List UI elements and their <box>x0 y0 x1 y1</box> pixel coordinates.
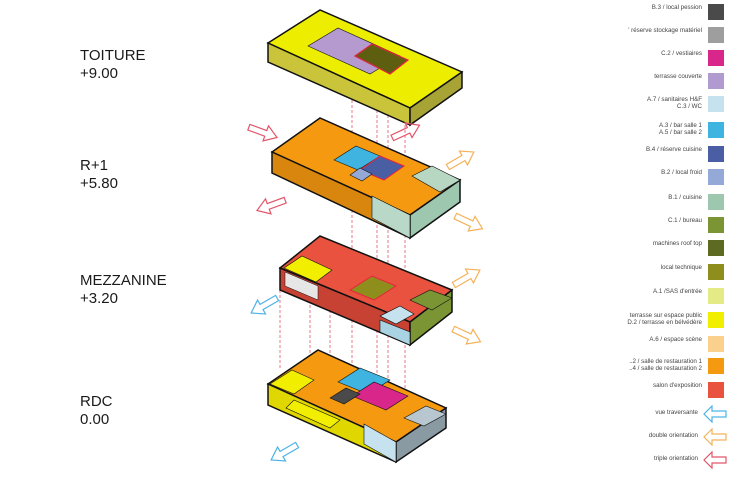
legend-label: C.1 / bureau <box>667 217 702 224</box>
legend-label: ..2 / salle de restauration 1 ..4 / sall… <box>629 358 702 373</box>
legend-label: terrasse couverte <box>654 73 702 80</box>
legend-arrow-item: vue traversante <box>600 405 730 427</box>
legend-swatch <box>708 73 724 89</box>
legend-item: terrasse couverte <box>600 73 730 95</box>
level-label-rdc: RDC 0.00 <box>80 393 113 429</box>
legend-label: B.1 / cuisine <box>668 194 702 201</box>
volume-mezzanine <box>278 235 454 347</box>
legend-item: ' réserve stockage matériel <box>600 27 730 49</box>
legend-item: ..2 / salle de restauration 1 ..4 / sall… <box>600 358 730 380</box>
axonometric-diagram <box>247 9 484 464</box>
legend-label: A.3 / bar salle 1 A.5 / bar salle 2 <box>659 122 702 137</box>
legend-label: B.3 / local pession <box>651 4 702 11</box>
legend-label: vue traversante <box>655 409 698 416</box>
legend-item: C.2 / vestiaires <box>600 50 730 72</box>
legend: B.3 / local pession ' réserve stockage m… <box>600 0 730 486</box>
arrow-vue-traversante-1 <box>250 294 280 315</box>
legend-label: A.1 /SAS d'entrée <box>653 288 702 295</box>
legend-item: B.1 / cuisine <box>600 194 730 216</box>
volume-rdc <box>266 349 448 464</box>
legend-swatch <box>708 312 724 328</box>
legend-label: salon d'exposition <box>653 382 702 389</box>
legend-label: B.4 / réserve cuisine <box>645 146 702 153</box>
volume-toiture <box>266 9 464 127</box>
volume-r1 <box>270 117 462 240</box>
legend-label: machines roof top <box>652 240 702 247</box>
legend-arrow-item: double orientation <box>600 428 730 450</box>
legend-swatch <box>708 122 724 138</box>
arrow-double-orientation-4 <box>451 325 482 345</box>
legend-item: A.7 / sanitaires H&F C.3 / WC <box>600 96 730 118</box>
arrow-triple-orientation-3 <box>255 196 287 215</box>
arrow-triple-orientation-1 <box>247 123 279 142</box>
legend-label: double orientation <box>648 432 698 439</box>
level-elevation: +5.80 <box>80 175 118 192</box>
legend-swatch <box>708 240 724 256</box>
arrow-double-orientation-2 <box>453 212 484 232</box>
legend-item: B.2 / local froid <box>600 169 730 191</box>
legend-label: triple orientation <box>653 455 698 462</box>
legend-item: B.4 / réserve cuisine <box>600 146 730 168</box>
legend-item: terrasse sur espace public D.2 / terrass… <box>600 312 730 334</box>
level-elevation: +3.20 <box>80 290 118 307</box>
triple-orientation-arrow-icon <box>703 451 727 469</box>
legend-swatch <box>708 358 724 374</box>
legend-swatch <box>708 336 724 352</box>
legend-item: machines roof top <box>600 240 730 262</box>
legend-swatch <box>708 96 724 112</box>
legend-swatch <box>708 288 724 304</box>
level-label-toiture: TOITURE +9.00 <box>80 47 146 83</box>
arrow-vue-traversante-2 <box>270 441 300 462</box>
legend-label: local technique <box>660 264 702 271</box>
legend-item: A.1 /SAS d'entrée <box>600 288 730 310</box>
level-elevation: +9.00 <box>80 65 118 82</box>
level-elevation: 0.00 <box>80 411 110 428</box>
legend-label: C.2 / vestiaires <box>661 50 702 57</box>
legend-swatch <box>708 264 724 280</box>
legend-item: salon d'exposition <box>600 382 730 404</box>
level-name: R+1 <box>80 157 108 174</box>
legend-swatch <box>708 217 724 233</box>
arrow-triple-orientation-2 <box>390 122 421 142</box>
level-name: RDC <box>80 393 113 410</box>
legend-item: A.3 / bar salle 1 A.5 / bar salle 2 <box>600 122 730 144</box>
legend-swatch <box>708 4 724 20</box>
arrow-double-orientation-1 <box>445 150 475 171</box>
legend-item: local technique <box>600 264 730 286</box>
level-label-mezzanine: MEZZANINE +3.20 <box>80 272 167 308</box>
vue-traversante-arrow-icon <box>703 405 727 423</box>
legend-label: A.6 / espace scène <box>649 336 702 343</box>
legend-item: A.6 / espace scène <box>600 336 730 358</box>
legend-swatch <box>708 27 724 43</box>
legend-swatch <box>708 382 724 398</box>
legend-swatch <box>708 194 724 210</box>
legend-label: ' réserve stockage matériel <box>628 27 702 34</box>
legend-label: terrasse sur espace public D.2 / terrass… <box>627 312 702 327</box>
legend-arrow-item: triple orientation <box>600 451 730 473</box>
level-name: TOITURE <box>80 47 146 64</box>
legend-label: A.7 / sanitaires H&F C.3 / WC <box>646 96 702 111</box>
level-label-r1: R+1 +5.80 <box>80 157 118 193</box>
legend-item: C.1 / bureau <box>600 217 730 239</box>
double-orientation-arrow-icon <box>703 428 727 446</box>
legend-swatch <box>708 50 724 66</box>
legend-label: B.2 / local froid <box>661 169 702 176</box>
legend-swatch <box>708 169 724 185</box>
legend-swatch <box>708 146 724 162</box>
arrow-double-orientation-3 <box>451 268 481 289</box>
level-name: MEZZANINE <box>80 272 167 289</box>
legend-item: B.3 / local pession <box>600 4 730 26</box>
